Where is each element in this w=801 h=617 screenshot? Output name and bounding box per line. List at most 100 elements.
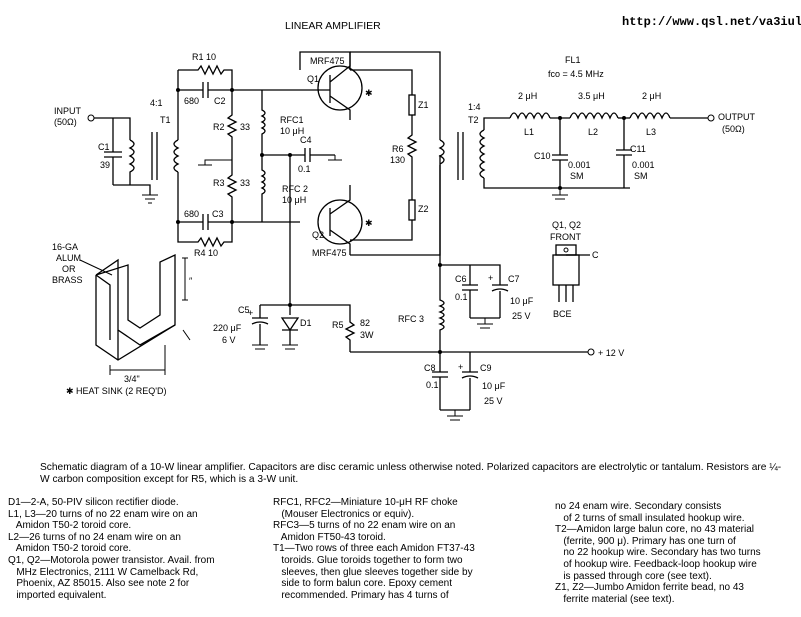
pinout-bce: BCE: [553, 309, 572, 319]
note-line: no 24 enam wire. Secondary consists: [555, 501, 722, 512]
rfc1-value: 10 μH: [280, 126, 304, 136]
input-terminal[interactable]: [87, 114, 95, 122]
input-label: INPUT: [54, 106, 82, 116]
rfc2-value: 10 μH: [282, 195, 306, 205]
note-line: ferrite material (see text).: [555, 593, 675, 605]
c7-label: C7: [508, 274, 520, 284]
heatsink-material-1: 16-GA: [52, 242, 78, 252]
z2-label: Z2: [418, 204, 429, 214]
note-line: T1—Two rows of three each Amidon FT37-43: [273, 543, 475, 555]
note-line: side to form balun core. Epoxy cement: [273, 578, 452, 590]
heatsink-material-3: OR: [62, 264, 76, 274]
figure-caption: Schematic diagram of a 10-W linear ampli…: [40, 462, 782, 485]
note-line: (ferrite, 900 μ). Primary has one turn o…: [555, 535, 736, 547]
c3-label: C3: [212, 209, 224, 219]
c9-voltage: 25 V: [484, 396, 503, 406]
l3-label: L3: [646, 127, 656, 137]
note-line: T2—Amidon large balun core, no 43 materi…: [555, 524, 754, 536]
c4-label: C4: [300, 135, 312, 145]
c8-label: C8: [424, 363, 436, 373]
t2-label: T2: [468, 115, 479, 125]
source-url: http://www.qsl.net/va3iul: [622, 15, 801, 29]
r6-value: 130: [390, 155, 405, 165]
r3-value: 33: [240, 178, 250, 188]
input-section: INPUT (50Ω) C1 39 4:1 T1: [54, 70, 180, 230]
c10-label: C10: [534, 151, 551, 161]
note-line: toroids. Glue toroids together to form t…: [273, 554, 463, 566]
heatsink-material-2: ALUM: [56, 253, 81, 263]
c5-plus: +: [248, 308, 253, 318]
q2-label: Q2: [312, 230, 324, 240]
transistor-q2: Q2 MRF475 ✱: [312, 185, 373, 258]
note-line: of 2 turns of small insulated hookup wir…: [555, 512, 745, 524]
supply-label: + 12 V: [598, 348, 624, 358]
note-line: Amidon FT50-43 toroid.: [273, 531, 386, 543]
notes-column-1: D1—2-A, 50-PIV silicon rectifier diode.L…: [8, 497, 268, 601]
note-line: (Mouser Electronics or equiv).: [273, 508, 415, 520]
note-line: Z1, Z2—Jumbo Amidon ferrite bead, no 43: [555, 582, 744, 594]
r5-value: 82: [360, 318, 370, 328]
note-line: sleeves, then glue sleeves together side…: [273, 566, 473, 578]
c5-voltage: 6 V: [222, 335, 236, 345]
input-impedance: (50Ω): [54, 117, 77, 127]
r5-wattage: 3W: [360, 330, 374, 340]
schematic: LINEAR AMPLIFIER INPUT (50Ω) C1 39 4:1 T…: [52, 20, 756, 421]
t2-ratio: 1:4: [468, 102, 481, 112]
rfc2-label: RFC 2: [282, 184, 308, 194]
fco-label: fco = 4.5 MHz: [548, 69, 604, 79]
t1-ratio: 4:1: [150, 98, 163, 108]
d1-label: D1: [300, 318, 312, 328]
c11-label: C11: [630, 144, 646, 154]
q1-type: MRF475: [310, 56, 345, 66]
transistor-q1: Q1 MRF475 ✱: [299, 51, 373, 120]
l2-value: 3.5 μH: [578, 91, 605, 101]
l2-label: L2: [588, 127, 598, 137]
note-line: no 22 hookup wire. Secondary has two tur…: [555, 547, 761, 559]
note-line: Q1, Q2—Motorola power transistor. Avail.…: [8, 554, 215, 566]
rfc3-label: RFC 3: [398, 314, 424, 324]
r2-value: 33: [240, 122, 250, 132]
heatsink-height-mark: ″: [189, 276, 193, 286]
q2-heatsink-mark: ✱: [365, 218, 373, 228]
output-filter: FL1 fco = 4.5 MHz 2 μH 3.5 μH 2 μH L1 L2…: [509, 55, 756, 200]
c1-label: C1: [98, 142, 110, 152]
c9-label: C9: [480, 363, 492, 373]
c2-value: 680: [184, 96, 199, 106]
pinout-c: C: [592, 250, 599, 260]
note-line: RFC3—5 turns of no 22 enam wire on an: [273, 520, 456, 532]
c7-value: 10 μF: [510, 296, 534, 306]
note-line: recommended. Primary has 4 turns of: [273, 589, 449, 601]
c11-type: SM: [634, 171, 648, 181]
bias-network: R1 10 680 C2 R2 33 R3 33 680 C3 R4 10 RF…: [176, 52, 342, 290]
note-line: MHz Electronics, 2111 W Camelback Rd,: [8, 566, 199, 578]
r3-label: R3: [213, 178, 225, 188]
c9-value: 10 μF: [482, 381, 506, 391]
note-line: imported equivalent.: [8, 589, 107, 601]
transistor-pinout: Q1, Q2 FRONT C BCE: [550, 220, 599, 319]
c5-label: C5: [238, 305, 250, 315]
note-line: RFC1, RFC2—Miniature 10-μH RF choke: [273, 497, 458, 508]
l1-label: L1: [524, 127, 534, 137]
note-line: Phoenix, AZ 85015. Also see note 2 for: [8, 578, 190, 590]
heatsink-material-4: BRASS: [52, 275, 83, 285]
r2-label: R2: [213, 122, 225, 132]
supply-terminal[interactable]: [587, 348, 595, 356]
output-terminal[interactable]: [707, 114, 715, 122]
note-line: L2—26 turns of no 24 enam wire on an: [8, 531, 181, 543]
c1-value: 39: [100, 160, 110, 170]
t1-label: T1: [160, 115, 171, 125]
output-impedance: (50Ω): [722, 124, 745, 134]
output-label: OUTPUT: [718, 112, 756, 122]
supply-section: C6 0.1 + C7 10 μF 25 V RFC 3 + 12 V C8 0…: [213, 263, 624, 421]
r6-label: R6: [392, 144, 404, 154]
q2-type: MRF475: [312, 248, 347, 258]
pinout-title: Q1, Q2: [552, 220, 581, 230]
heatsink-width: 3/4": [124, 374, 140, 384]
c10-value: 0.001: [568, 160, 591, 170]
c9-plus: +: [458, 362, 463, 372]
c10-type: SM: [570, 171, 584, 181]
c4-value: 0.1: [298, 164, 311, 174]
note-line: Amidon T50-2 toroid core.: [8, 543, 132, 555]
note-line: Amidon T50-2 toroid core.: [8, 520, 132, 532]
fl1-label: FL1: [565, 55, 581, 65]
